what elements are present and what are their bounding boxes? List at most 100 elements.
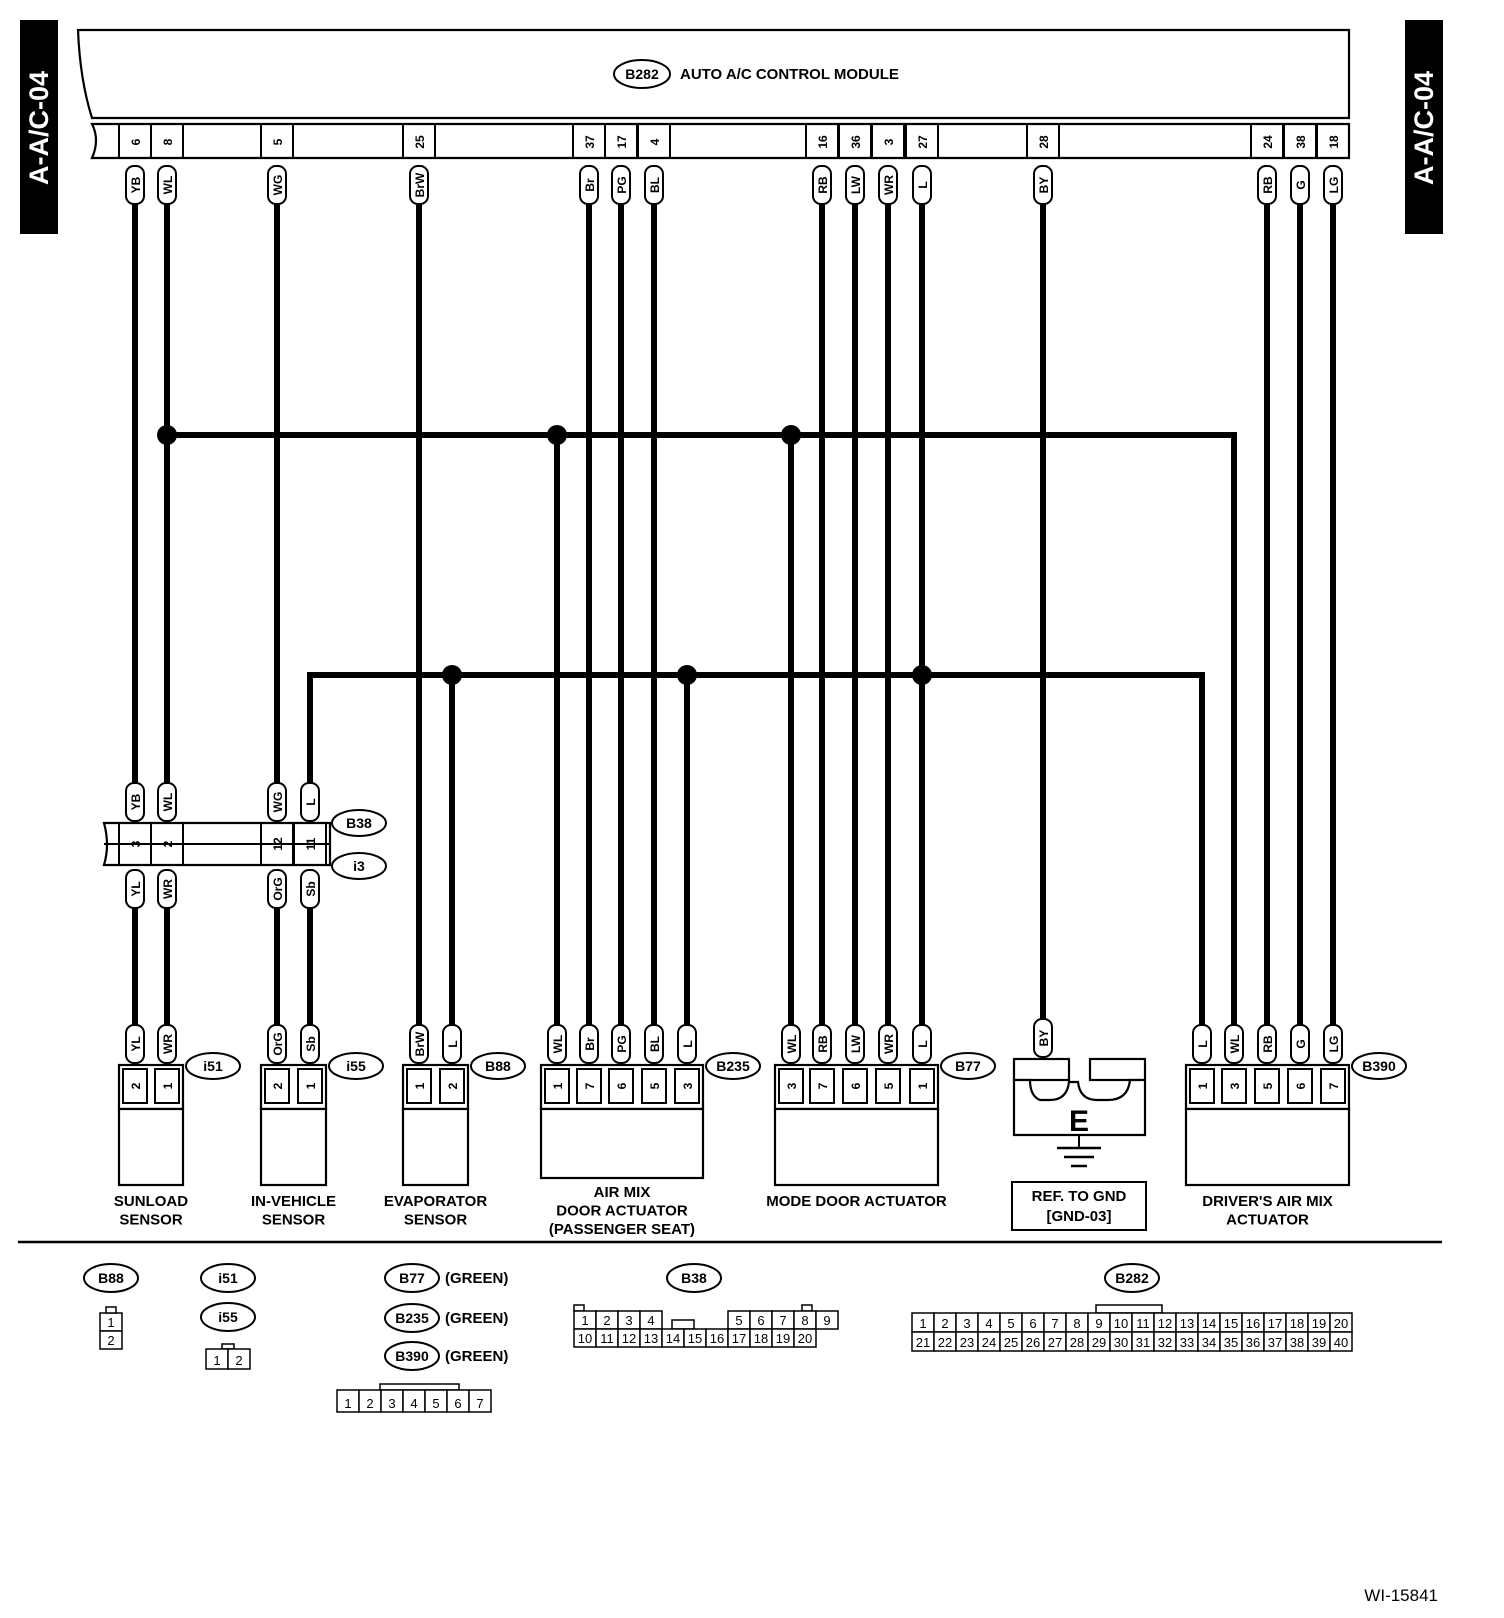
- junction-dot: [442, 665, 462, 685]
- module-pin-number: 3: [882, 138, 896, 145]
- component-wire-color-text: WL: [551, 1035, 565, 1054]
- ground-wire-color-tag: [1033, 1018, 1053, 1058]
- component-wire-color-text: OrG: [271, 1032, 285, 1055]
- module-pin-number: 18: [1327, 135, 1341, 149]
- component-pin-number: 1: [551, 1082, 565, 1089]
- component-wire-color-tag: [409, 1024, 429, 1064]
- joint-upper-color-text: WL: [161, 793, 175, 812]
- joint-upper-badge: [331, 809, 387, 837]
- component-wire-color-text: BL: [648, 1036, 662, 1052]
- joint-lower-color-text: OrG: [271, 877, 285, 900]
- component-pin-number: 2: [271, 1082, 285, 1089]
- component-wire-color-text: L: [681, 1040, 695, 1047]
- component-pin-number: 5: [882, 1082, 896, 1089]
- junction-dot: [157, 425, 177, 445]
- b38-cell-label: 13: [644, 1331, 658, 1346]
- green-group-cell-label: 7: [476, 1396, 483, 1411]
- b38-cell-label: 20: [798, 1331, 812, 1346]
- legend-green-note: (GREEN): [445, 1270, 508, 1287]
- b282-cell-label: 23: [960, 1335, 974, 1350]
- component-pin-number: 6: [1294, 1082, 1308, 1089]
- b38-cell-label: 14: [666, 1331, 680, 1346]
- module-wire-color-text: WG: [271, 175, 285, 196]
- legend-badge: [1104, 1263, 1160, 1293]
- right-section-tag: A-A/C-04: [1405, 20, 1443, 234]
- legend-badge: [384, 1341, 440, 1371]
- b38-cell-label: 10: [578, 1331, 592, 1346]
- b282-cell-label: 7: [1051, 1316, 1058, 1331]
- joint-upper-color-tag: [125, 782, 145, 822]
- component-wire-color-tag: [579, 1024, 599, 1064]
- legend-badge: [83, 1263, 139, 1293]
- module-wire-color-text: BL: [648, 177, 662, 193]
- b282-cell-label: 24: [982, 1335, 996, 1350]
- sensor-bus: [167, 432, 1237, 1025]
- module-wire-color-text: WL: [161, 176, 175, 195]
- b282-cell-label: 13: [1180, 1316, 1194, 1331]
- module-pin-number: 8: [161, 138, 175, 145]
- component-pin-number: 6: [615, 1082, 629, 1089]
- component-name: IN-VEHICLE: [251, 1193, 336, 1210]
- joint-upper-id: B38: [346, 815, 372, 831]
- module-pin-number: 38: [1294, 135, 1308, 149]
- component-id: B390: [1362, 1058, 1396, 1074]
- b282-cell-label: 14: [1202, 1316, 1216, 1331]
- ground-ref-line-2: [GND-03]: [1046, 1208, 1111, 1225]
- b282-cell-label: 21: [916, 1335, 930, 1350]
- component-pin-number: 1: [304, 1082, 318, 1089]
- module-wire-color-text: L: [916, 181, 930, 188]
- legend-badge: [384, 1303, 440, 1333]
- component-name: MODE DOOR ACTUATOR: [766, 1193, 947, 1210]
- left-tag-text: A-A/C-04: [24, 71, 54, 185]
- component-name: SUNLOAD: [114, 1193, 188, 1210]
- ground-terminal: E REF. TO GND [GND-03]: [1011, 1057, 1147, 1231]
- component-wire-color-tag: [1224, 1024, 1244, 1064]
- component-wire-color-tag: [157, 1024, 177, 1064]
- document-id: WI-15841: [1364, 1586, 1438, 1605]
- module-wire-color-text: YB: [129, 176, 143, 193]
- component-pin-number: 3: [681, 1082, 695, 1089]
- joint-upper-color-text: YB: [129, 793, 143, 810]
- module-pin-number: 37: [583, 135, 597, 149]
- b282-cell-label: 33: [1180, 1335, 1194, 1350]
- b282-cell-label: 40: [1334, 1335, 1348, 1350]
- b38-cell-label: 8: [801, 1313, 808, 1328]
- component-wire-color-tag: [878, 1024, 898, 1064]
- component-wire-color-tag: [845, 1024, 865, 1064]
- module-pin-number: 16: [816, 135, 830, 149]
- module-wire-color-text: Br: [583, 178, 597, 192]
- green-group-cell-label: 6: [454, 1396, 461, 1411]
- b282-cell-label: 5: [1007, 1316, 1014, 1331]
- b282-cell-label: 26: [1026, 1335, 1040, 1350]
- b282-cell-label: 4: [985, 1316, 992, 1331]
- joint-pin-number: 2: [161, 840, 175, 847]
- component-name: SENSOR: [404, 1212, 468, 1229]
- green-group-cell-label: 2: [366, 1396, 373, 1411]
- component-pin-number: 3: [785, 1082, 799, 1089]
- b282-cell: [1329, 1331, 1353, 1352]
- b38-cell-label: 5: [735, 1313, 742, 1328]
- component-name: SENSOR: [262, 1212, 326, 1229]
- component-pin-number: 2: [129, 1082, 143, 1089]
- component-name: (PASSENGER SEAT): [549, 1221, 695, 1238]
- b282-cell-label: 28: [1070, 1335, 1084, 1350]
- legend-id: i51: [218, 1270, 238, 1286]
- module-pin-number: 28: [1037, 135, 1051, 149]
- module-name: AUTO A/C CONTROL MODULE: [680, 66, 899, 83]
- component-wire-color-tag: [1323, 1024, 1343, 1064]
- component-wire-color-tag: [442, 1024, 462, 1064]
- b282-cell-label: 18: [1290, 1316, 1304, 1331]
- component-wire-color-tag: [781, 1024, 801, 1064]
- green-group-cell-label: 4: [410, 1396, 417, 1411]
- joint-lower-badge: [331, 852, 387, 880]
- component-name: DRIVER'S AIR MIX: [1202, 1193, 1333, 1210]
- joint-lower-color-tag: [300, 869, 320, 909]
- component-wire-color-text: LW: [849, 1034, 863, 1053]
- legend-id: B390: [395, 1348, 429, 1364]
- component-pin-number: 5: [648, 1082, 662, 1089]
- b38-cell-label: 12: [622, 1331, 636, 1346]
- component-name: DOOR ACTUATOR: [556, 1203, 688, 1220]
- component-wire-color-text: L: [1196, 1040, 1210, 1047]
